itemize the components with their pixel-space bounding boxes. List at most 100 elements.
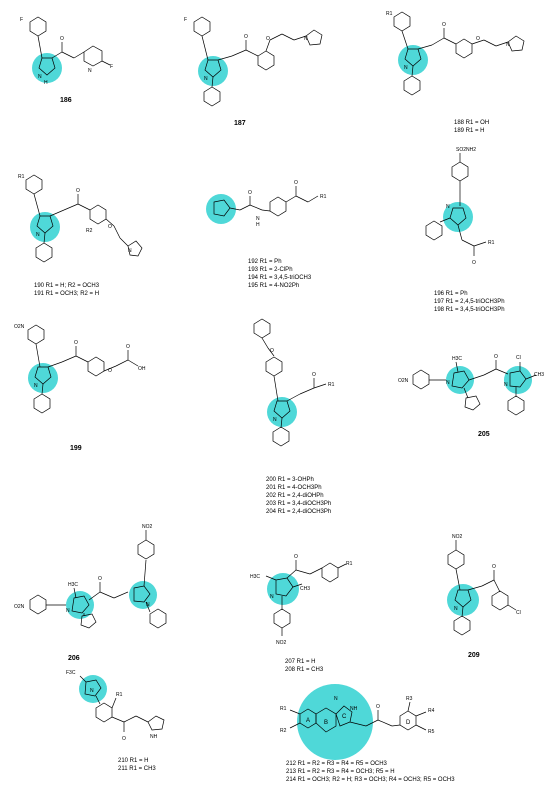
- atom-N: N: [90, 688, 94, 694]
- atom-Cl: Cl: [516, 355, 521, 361]
- atom-R2: R2: [280, 728, 287, 734]
- legend-line: 212 R1 = R2 = R3 = R4 = R5 = OCH3: [286, 761, 387, 767]
- atom-R1: R1: [328, 382, 335, 388]
- legend-line: 201 R1 = 4-OCH3Ph: [266, 485, 322, 491]
- label-205: 205: [478, 431, 490, 438]
- label-187: 187: [234, 120, 246, 127]
- atom-O: O: [312, 372, 316, 378]
- legend-line: 208 R1 = CH3: [285, 667, 324, 673]
- atom-O2N: O2N: [398, 378, 409, 384]
- atom-F: F: [184, 17, 187, 23]
- fused-ring-highlight: [297, 684, 373, 760]
- legend-line: 193 R1 = 2-ClPh: [248, 267, 293, 273]
- atom-O: O: [442, 22, 446, 28]
- atom-O: O: [98, 576, 102, 582]
- atom-R1: R1: [488, 240, 495, 246]
- atom-N: N: [36, 232, 40, 238]
- atom-R2: R2: [86, 228, 93, 234]
- atom-O: O: [266, 36, 270, 42]
- atom-F3C: F3C: [66, 670, 76, 676]
- legend-line: 210 R1 = H: [118, 758, 149, 764]
- pyrazole-highlight: [398, 45, 428, 75]
- legend-line: 190 R1 = H; R2 = OCH3: [34, 283, 100, 289]
- ring-label-A: A: [306, 718, 310, 724]
- structure-210: F3C R1 O NH N: [66, 670, 165, 742]
- atom-O: O: [294, 554, 298, 560]
- atom-CH3: CH3: [534, 372, 544, 378]
- label-199: 199: [70, 445, 82, 452]
- structure-190: R1 O O R2 N N: [18, 174, 143, 263]
- structure-200: O O R1 N: [253, 318, 335, 447]
- atom-N: N: [34, 383, 38, 389]
- atom-N: N: [334, 696, 338, 702]
- pyrazole-highlight-1: [446, 366, 474, 394]
- atom-N: N: [273, 417, 277, 423]
- atom-R1: R1: [346, 561, 353, 567]
- legend-196-198: 196 R1 = Ph 197 R1 = 2,4,5-triOCH3Ph 198…: [434, 290, 505, 314]
- pyrazole-ring: [38, 57, 56, 76]
- legend-line: 195 R1 = 4-NO2Ph: [248, 283, 300, 289]
- atom-O: O: [294, 180, 298, 186]
- label-209: 209: [468, 652, 480, 659]
- atom-N: N: [256, 216, 260, 222]
- atom-N: N: [404, 65, 408, 71]
- atom-O: O: [126, 344, 130, 350]
- pyrazole-highlight: [267, 573, 299, 605]
- pyrazole-highlight: [267, 397, 297, 427]
- structure-205: O2N H3C O Cl CH3 N N: [398, 354, 544, 416]
- atom-N: N: [128, 248, 132, 254]
- atom-OH: OH: [138, 366, 146, 372]
- structure-206: O2N H3C O NO2 N N: [14, 524, 167, 629]
- ring-label-C: C: [342, 714, 347, 720]
- atom-N: N: [146, 602, 150, 608]
- atom-SO2NH2: SO2NH2: [456, 147, 476, 153]
- legend-line: 191 R1 = OCH3; R2 = H: [34, 291, 100, 297]
- structure-186: F O N H N F: [20, 16, 113, 86]
- atom-CH3: CH3: [300, 586, 310, 592]
- legend-188-189: 188 R1 = OH 189 R1 = H: [454, 119, 489, 135]
- atom-O: O: [492, 564, 496, 570]
- atom-O: O: [74, 340, 78, 346]
- atom-R1: R1: [280, 706, 287, 712]
- atom-O: O: [76, 188, 80, 194]
- atom-NO2: NO2: [142, 524, 153, 530]
- atom-N: N: [454, 606, 458, 612]
- legend-line: 189 R1 = H: [454, 128, 485, 134]
- legend-line: 203 R1 = 3,4-diOCH3Ph: [266, 501, 332, 507]
- legend-line: 204 R1 = 2,4-diOCH3Ph: [266, 509, 332, 515]
- legend-192-195: 192 R1 = Ph 193 R1 = 2-ClPh 194 R1 = 3,4…: [248, 258, 311, 290]
- atom-O: O: [60, 36, 64, 42]
- atom-N: N: [204, 76, 208, 82]
- atom-NH: NH: [150, 734, 158, 740]
- imidazole-highlight: [206, 194, 236, 224]
- atom-N: N: [504, 382, 508, 388]
- atom-F: F: [110, 64, 113, 70]
- atom-N: N: [270, 594, 274, 600]
- legend-line: 213 R1 = R2 = R3 = R4 = OCH3; R5 = H: [286, 769, 395, 775]
- legend-line: 188 R1 = OH: [454, 120, 490, 126]
- atom-NH: NH: [350, 706, 358, 712]
- legend-line: 192 R1 = Ph: [248, 259, 282, 265]
- atom-N: N: [446, 204, 450, 210]
- legend-200-204: 200 R1 = 3-OHPh 201 R1 = 4-OCH3Ph 202 R1…: [266, 476, 331, 516]
- legend-190-191: 190 R1 = H; R2 = OCH3 191 R1 = OCH3; R2 …: [34, 282, 99, 298]
- legend-line: 214 R1 = OCH3; R2 = H; R3 = OCH3; R4 = O…: [286, 777, 455, 783]
- atom-O2N: O2N: [14, 604, 25, 610]
- structure-199: O2N O O O OH N: [14, 324, 146, 414]
- atom-N: N: [38, 74, 42, 80]
- ring-C: [335, 705, 353, 727]
- atom-Cl: Cl: [516, 610, 521, 616]
- atom-O: O: [472, 260, 476, 266]
- pyrazole-highlight: [443, 202, 473, 232]
- label-206: 206: [68, 655, 80, 662]
- atom-N: N: [446, 380, 450, 386]
- atom-H: H: [44, 80, 48, 86]
- legend-line: 197 R1 = 2,4,5-triOCH3Ph: [434, 299, 505, 305]
- pyridine-ring: [83, 45, 103, 67]
- benzene-ring: [29, 16, 47, 37]
- atom-R1: R1: [116, 692, 123, 698]
- atom-O: O: [248, 190, 252, 196]
- atom-R1: R1: [18, 174, 25, 180]
